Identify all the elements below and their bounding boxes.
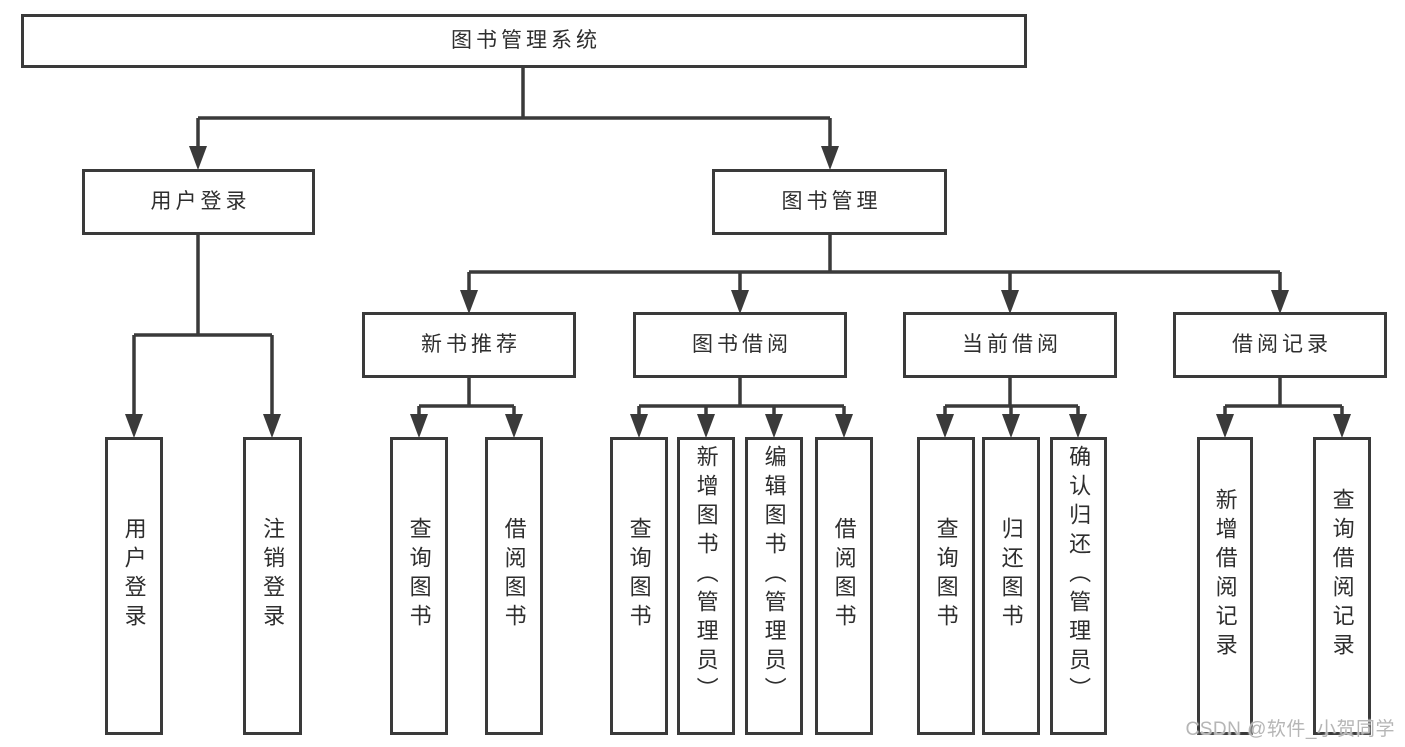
node-user-login: 用户登录 [82, 169, 315, 235]
node-borrowing-records: 借阅记录 [1173, 312, 1387, 378]
leaf-return-books: 归还图书 [982, 437, 1040, 735]
leaf-add-borrow-record: 新增借阅记录 [1197, 437, 1253, 735]
node-book-borrowing: 图书借阅 [633, 312, 847, 378]
leaf-add-books-admin: 新增图书（管理员） [677, 437, 735, 735]
leaf-borrow-books-recommend: 借阅图书 [485, 437, 543, 735]
leaf-query-borrow-record: 查询借阅记录 [1313, 437, 1371, 735]
leaf-query-books-current: 查询图书 [917, 437, 975, 735]
leaf-edit-books-admin: 编辑图书（管理员） [745, 437, 803, 735]
node-current-borrowing: 当前借阅 [903, 312, 1117, 378]
node-library-system: 图书管理系统 [21, 14, 1027, 68]
leaf-query-books-recommend: 查询图书 [390, 437, 448, 735]
leaf-logout-login: 注销登录 [243, 437, 302, 735]
node-new-book-recommendation: 新书推荐 [362, 312, 576, 378]
leaf-borrow-books: 借阅图书 [815, 437, 873, 735]
node-book-management: 图书管理 [712, 169, 947, 235]
watermark-text: CSDN @软件_小贺同学 [1185, 719, 1395, 740]
leaf-user-login: 用户登录 [105, 437, 163, 735]
leaf-confirm-return-admin: 确认归还（管理员） [1050, 437, 1107, 735]
leaf-query-books-borrow: 查询图书 [610, 437, 668, 735]
